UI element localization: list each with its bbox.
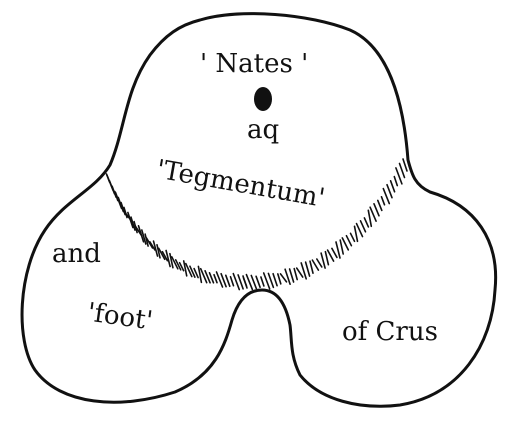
hatch-stroke xyxy=(315,258,323,268)
hatch-stroke xyxy=(262,272,271,290)
hatch-stroke xyxy=(141,229,147,245)
hatch-stroke xyxy=(165,249,171,268)
hatch-stroke xyxy=(309,260,314,275)
hatch-stroke xyxy=(395,167,403,185)
hatch-stroke xyxy=(376,199,383,212)
hatch-stroke xyxy=(369,206,377,222)
hatch-stroke xyxy=(145,237,154,249)
hatch-stroke xyxy=(288,268,295,283)
hatch-stroke xyxy=(213,273,218,284)
hatch-stroke xyxy=(144,233,149,247)
label-and: and xyxy=(52,239,101,269)
hatch-stroke xyxy=(320,252,326,269)
hatch-stroke xyxy=(130,216,136,231)
hatch-stroke xyxy=(193,267,199,279)
hatch-stroke xyxy=(208,271,215,284)
hatch-stroke xyxy=(355,222,364,238)
hatch-stroke xyxy=(349,232,356,243)
hatch-stroke xyxy=(304,261,311,277)
hatch-stroke xyxy=(267,272,275,289)
hatch-stroke xyxy=(324,250,330,266)
hatch-stroke xyxy=(359,220,367,233)
hatch-stroke xyxy=(367,209,373,228)
hatch-stroke xyxy=(260,276,265,287)
hatch-stroke xyxy=(300,262,308,280)
hatch-stroke xyxy=(363,217,370,228)
hatch-stroke xyxy=(215,271,224,288)
aqueduct-dot xyxy=(254,87,272,111)
hatch-stroke xyxy=(242,277,248,287)
hatch-stroke xyxy=(339,239,345,255)
hatch-stroke xyxy=(335,241,341,259)
hatch-stroke xyxy=(237,274,244,290)
hatch-stroke xyxy=(199,267,208,284)
hatch-stroke xyxy=(345,234,353,247)
hatch-stroke xyxy=(255,275,261,289)
hatch-stroke xyxy=(402,158,408,172)
hatch-stroke xyxy=(189,265,196,279)
label-aq: aq xyxy=(247,115,279,145)
hatch-stroke xyxy=(341,237,350,251)
hatch-stroke xyxy=(157,247,166,261)
hatch-stroke xyxy=(127,211,134,229)
hatch-stroke xyxy=(182,260,188,277)
hatch-stroke xyxy=(225,274,231,288)
hatch-stroke xyxy=(149,241,156,251)
label-foot: 'foot' xyxy=(85,298,154,337)
hatch-stroke xyxy=(152,240,159,257)
hatch-stroke xyxy=(169,252,174,269)
hatch-stroke xyxy=(386,183,393,199)
hatch-stroke xyxy=(393,175,399,187)
hatch-stroke xyxy=(220,272,227,288)
hatch-stroke xyxy=(232,272,241,291)
section-outline xyxy=(20,12,498,408)
hatch-stroke xyxy=(272,272,278,287)
hatch-stroke xyxy=(353,225,359,243)
hatch-stroke xyxy=(204,269,211,284)
hatch-stroke xyxy=(137,225,145,243)
hatch-stroke xyxy=(171,255,179,270)
hatch-stroke xyxy=(178,261,185,272)
hatch-stroke xyxy=(185,262,193,278)
hatch-stroke xyxy=(245,273,254,291)
hatch-stroke xyxy=(161,250,169,262)
hatch-stroke xyxy=(284,268,291,286)
label-of-crus: of Crus xyxy=(342,317,438,347)
label-tegmentum: 'Tegmentum' xyxy=(154,155,327,214)
hatch-stroke xyxy=(380,196,386,206)
hatch-stroke xyxy=(295,267,304,278)
label-nates: ' Nates ' xyxy=(200,49,308,79)
hatch-stroke xyxy=(174,258,182,271)
hatch-stroke xyxy=(293,267,299,281)
hatch-stroke xyxy=(331,247,338,259)
hatch-stroke xyxy=(382,187,391,205)
hatch-stroke xyxy=(156,244,161,259)
hatch-stroke xyxy=(326,249,335,262)
hatch-stroke xyxy=(276,273,282,285)
hatch-stroke xyxy=(389,180,396,193)
hatch-stroke xyxy=(311,259,320,271)
hatch-stroke xyxy=(197,265,203,284)
hatch-stroke xyxy=(250,274,258,290)
hatch-stroke xyxy=(279,273,288,283)
hatch-stroke xyxy=(373,203,380,217)
hatch-stroke xyxy=(398,162,406,179)
tegmentum-boundary-hatching xyxy=(105,158,408,291)
hatch-stroke xyxy=(229,275,235,287)
